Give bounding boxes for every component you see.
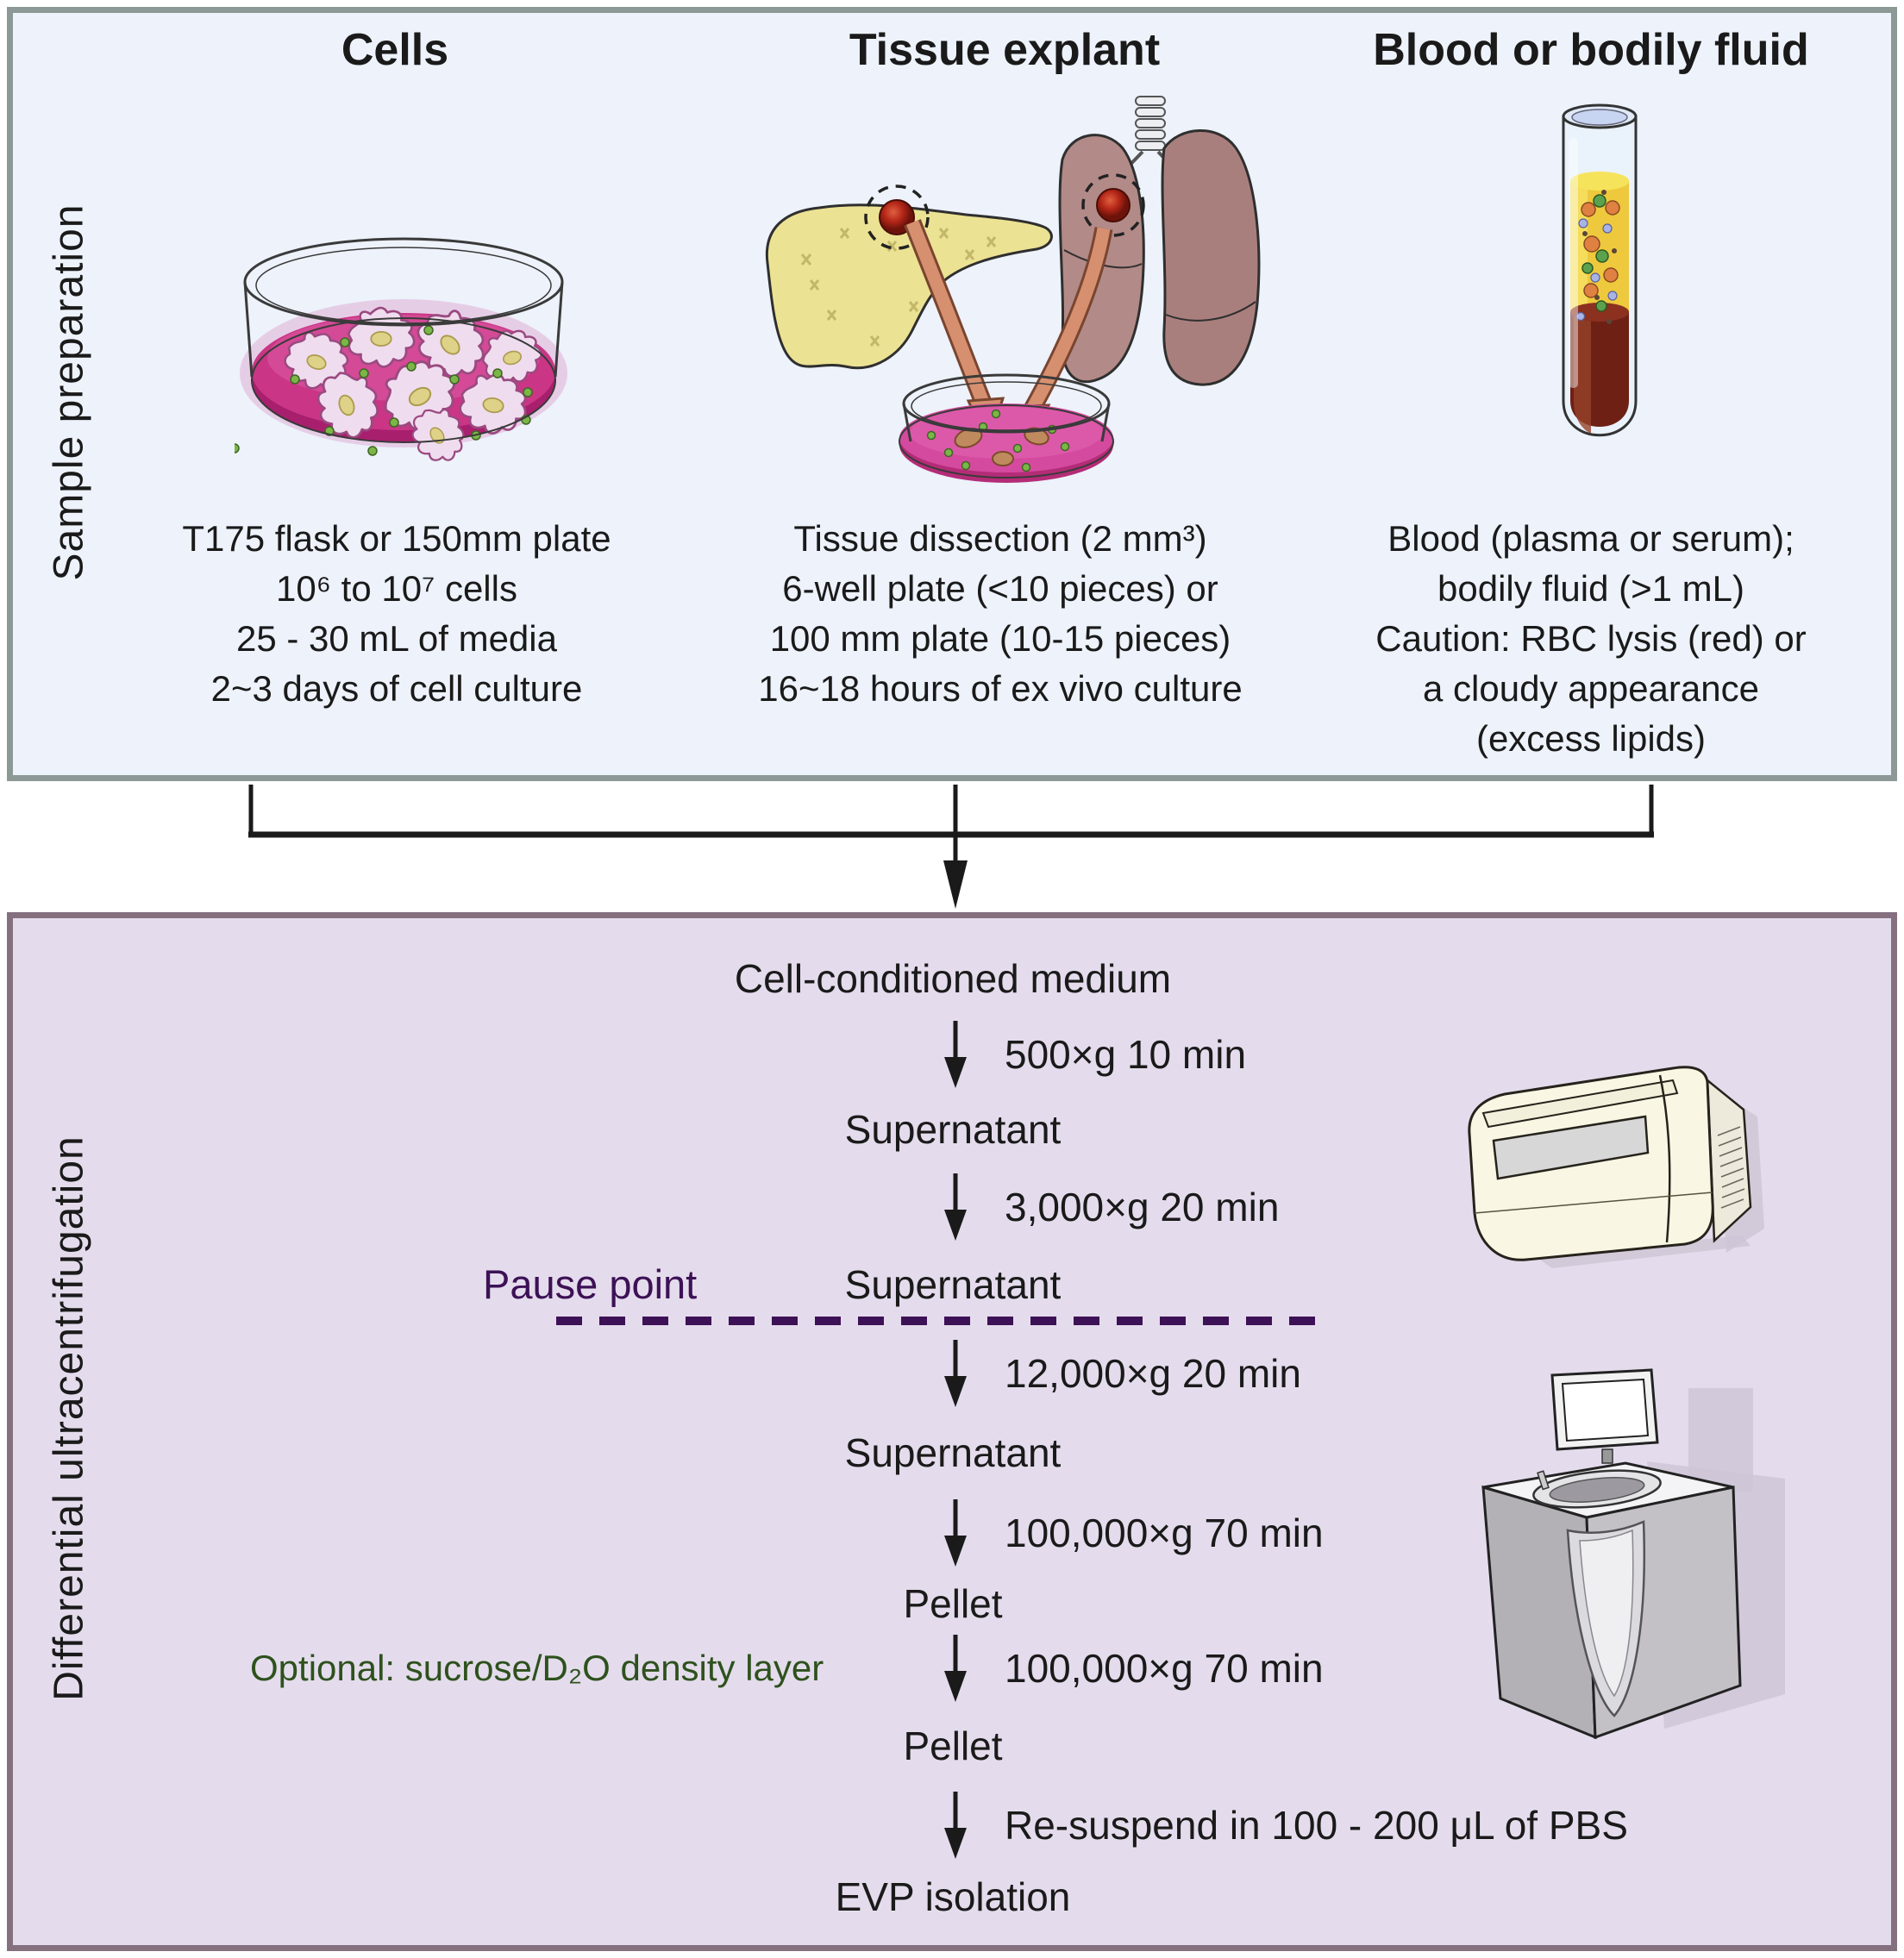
down-arrow-icon [944,1340,967,1407]
text-line: bodily fluid (>1 mL) [1437,568,1744,609]
flow-result: Pellet [903,1723,1003,1768]
sample-preparation-side-label: Sample preparation [46,203,92,581]
down-arrow-icon [944,1021,967,1088]
flow-result: Pellet [903,1581,1003,1626]
cells-description: T175 flask or 150mm plate 10⁶ to 10⁷ cel… [95,514,698,714]
text-line: Blood (plasma or serum); [1387,518,1794,559]
down-arrow-icon [944,1499,967,1567]
optional-density-layer-note: Optional: sucrose/D₂O density layer [250,1648,824,1688]
merge-arrow [248,785,1654,909]
organs-to-dish-icon [759,95,1293,500]
spin-step-label: 500×g 10 min [1005,1032,1247,1077]
flow-result: Supernatant [844,1430,1062,1475]
petri-dish-cells-icon [235,228,573,491]
pause-point-divider [556,1317,1332,1325]
flow-start: Cell-conditioned medium [734,956,1172,1001]
benchtop-centrifuge-icon [1457,1030,1794,1276]
column-header-tissue-explant: Tissue explant [849,25,1161,75]
text-line: (excess lipids) [1475,718,1707,759]
blood-description: Blood (plasma or serum); bodily fluid (>… [1289,514,1893,764]
text-line: 16~18 hours of ex vivo culture [758,668,1243,709]
spin-step-label: 3,000×g 20 min [1005,1185,1280,1229]
text-line: 25 - 30 mL of media [236,618,557,659]
text-line: 100 mm plate (10-15 pieces) [769,618,1231,659]
text-line: Caution: RBC lysis (red) or [1375,618,1807,659]
spin-step-label: Re-suspend in 100 - 200 μL of PBS [1005,1803,1628,1848]
down-arrow-icon [944,1635,967,1702]
column-header-blood: Blood or bodily fluid [1373,25,1809,75]
tissue-description: Tissue dissection (2 mm³) 6-well plate (… [698,514,1302,714]
text-line: 2~3 days of cell culture [210,668,583,709]
flow-result: Supernatant [844,1107,1062,1152]
spin-step-label: 100,000×g 70 min [1005,1646,1324,1691]
text-line: 6-well plate (<10 pieces) or [782,568,1218,609]
flow-result: EVP isolation [835,1874,1071,1919]
spin-step-label: 12,000×g 20 min [1005,1351,1301,1396]
down-arrow-icon [944,1173,967,1241]
ultracentrifuge-icon [1466,1358,1811,1755]
flow-result: Supernatant [844,1262,1062,1307]
text-line: a cloudy appearance [1423,668,1759,709]
text-line: Tissue dissection (2 mm³) [793,518,1207,559]
text-line: 10⁶ to 10⁷ cells [276,568,517,609]
down-arrow-icon [944,1792,967,1859]
column-header-cells: Cells [341,25,449,75]
spin-step-label: 100,000×g 70 min [1005,1511,1324,1555]
pause-point-label: Pause point [483,1261,698,1307]
blood-tube-icon [1552,99,1647,470]
ultracentrifugation-side-label: Differential ultracentrifugation [46,1135,92,1701]
text-line: T175 flask or 150mm plate [182,518,611,559]
